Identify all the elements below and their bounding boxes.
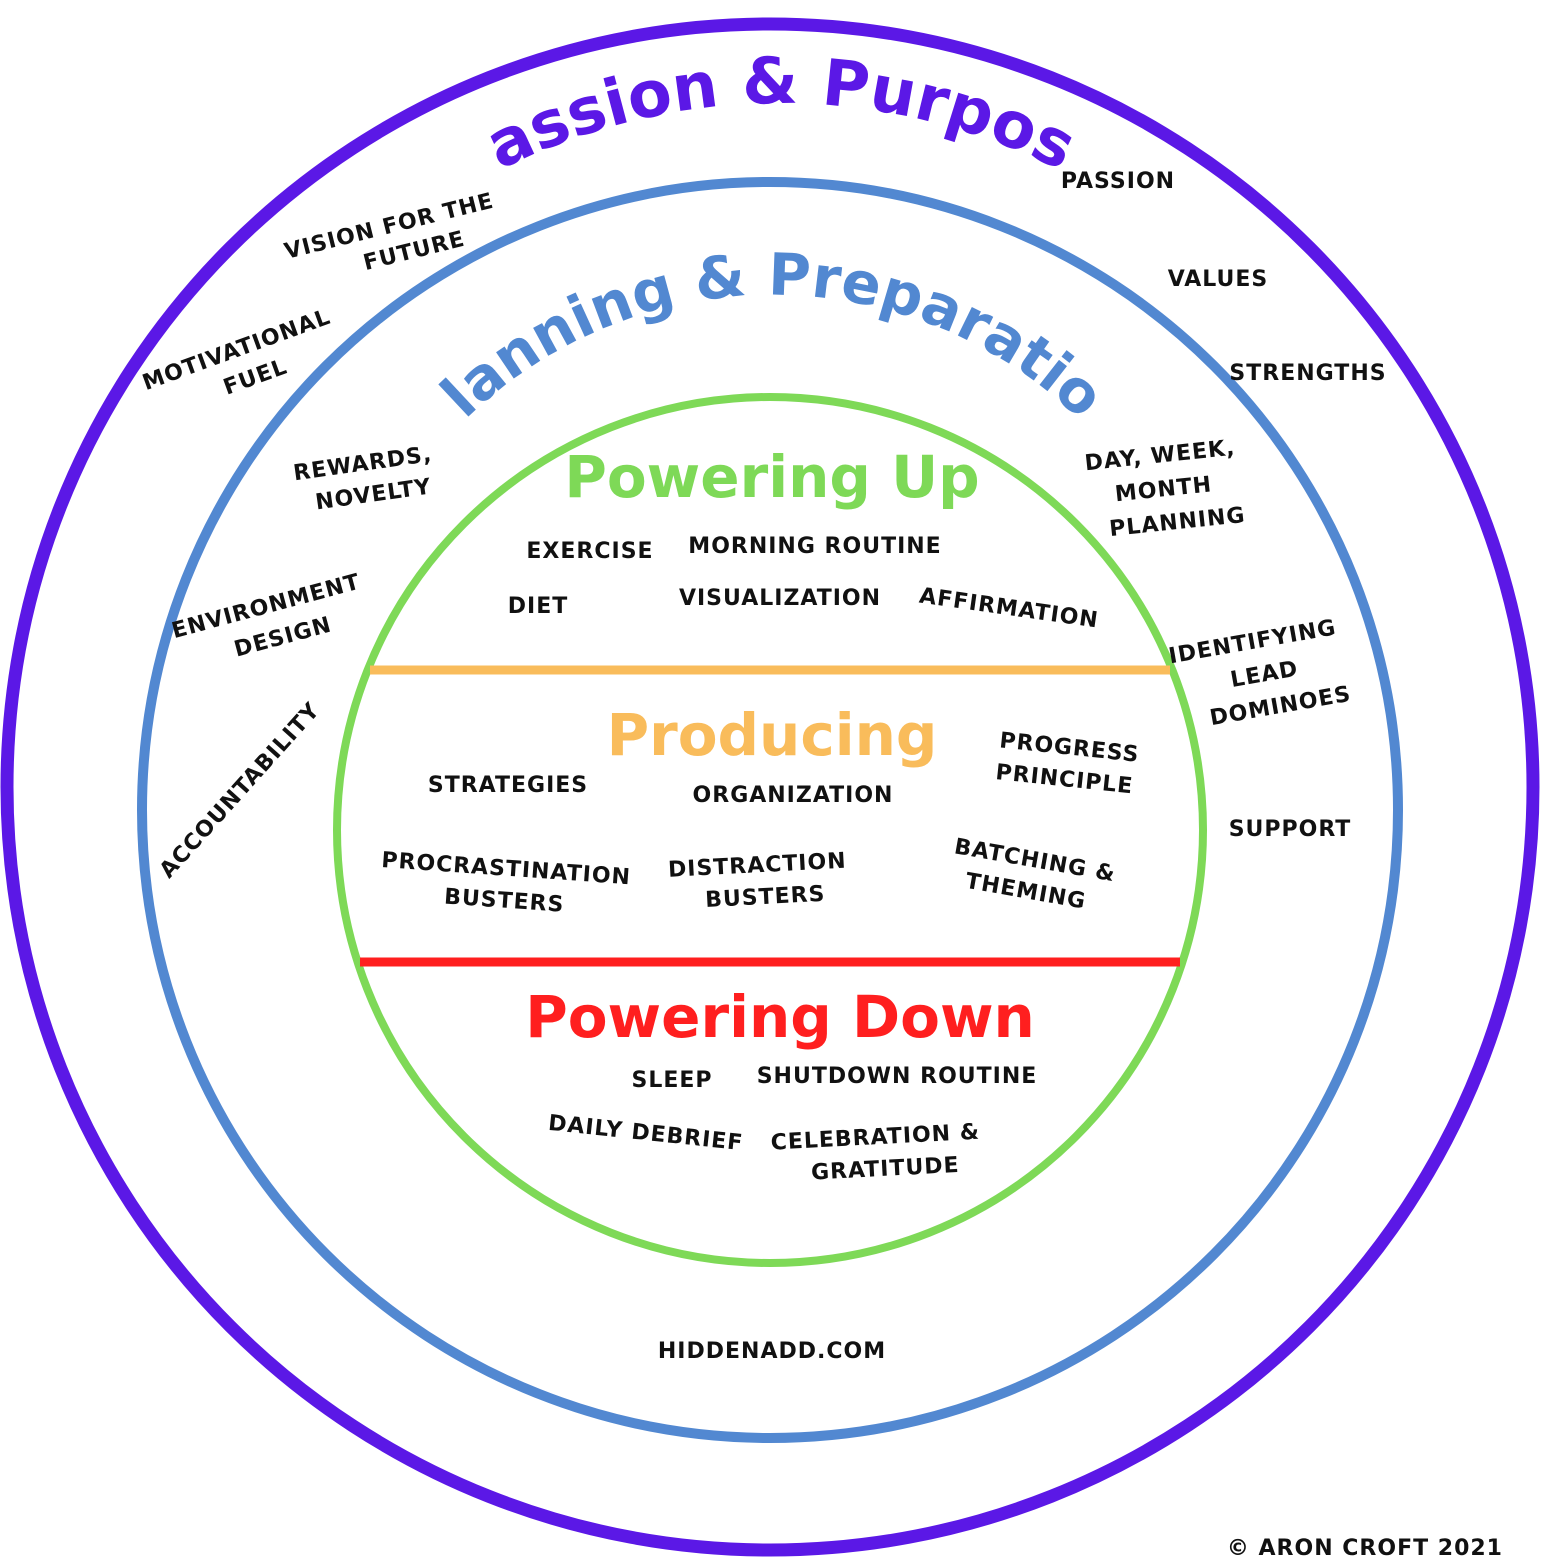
passion-purpose-ring xyxy=(0,17,1540,1557)
copyright-label: © ARON CROFT 2021 xyxy=(1227,1536,1503,1561)
strategies-label: STRATEGIES xyxy=(428,773,588,798)
core-day-ring xyxy=(333,393,1207,1267)
distraction-busters-label: DISTRACTION BUSTERS xyxy=(667,848,857,915)
batching-theming-label: BATCHING & THEMING xyxy=(947,834,1126,920)
values-label: VALUES xyxy=(1168,267,1269,292)
visualization-label: VISUALIZATION xyxy=(679,586,881,611)
morning-routine-label: MORNING ROUTINE xyxy=(688,534,941,559)
exercise-label: EXERCISE xyxy=(526,539,653,564)
passion-purpose-title: Passion & Purpose xyxy=(0,0,1087,185)
diet-label: DIET xyxy=(508,594,568,619)
planning-preparation-ring xyxy=(137,177,1403,1443)
website-label: HIDDENADD.COM xyxy=(658,1339,886,1364)
environment-design-label: ENVIRONMENT DESIGN xyxy=(169,567,380,676)
producing-title: Producing xyxy=(607,701,938,769)
vision-future-label: VISION FOR THE FUTURE xyxy=(282,187,512,294)
accountability-label: ACCOUNTABILITY xyxy=(155,698,325,883)
procrastination-busters-label: PROCRASTINATION BUSTERS xyxy=(378,848,640,923)
shutdown-routine-label: SHUTDOWN ROUTINE xyxy=(757,1064,1038,1089)
sleep-label: SLEEP xyxy=(631,1068,712,1093)
progress-principle-label: PROGRESS PRINCIPLE xyxy=(994,728,1149,800)
affirmation-label: AFFIRMATION xyxy=(918,584,1100,634)
rewards-novelty-label: REWARDS, NOVELTY xyxy=(292,441,447,518)
day-week-month-planning-label: DAY, WEEK, MONTH PLANNING xyxy=(1084,435,1253,544)
daily-debrief-label: DAILY DEBRIEF xyxy=(547,1111,744,1156)
powering-up-title: Powering Up xyxy=(564,443,979,511)
celebration-gratitude-label: CELEBRATION & GRATITUDE xyxy=(770,1119,991,1187)
support-label: SUPPORT xyxy=(1229,817,1352,842)
powering-down-title: Powering Down xyxy=(525,983,1035,1051)
passion-label: PASSION xyxy=(1061,169,1175,194)
strengths-label: STRENGTHS xyxy=(1229,361,1386,386)
organization-label: ORGANIZATION xyxy=(693,783,894,808)
identifying-lead-dominoes-label: IDENTIFYING LEAD DOMINOES xyxy=(1167,614,1359,737)
